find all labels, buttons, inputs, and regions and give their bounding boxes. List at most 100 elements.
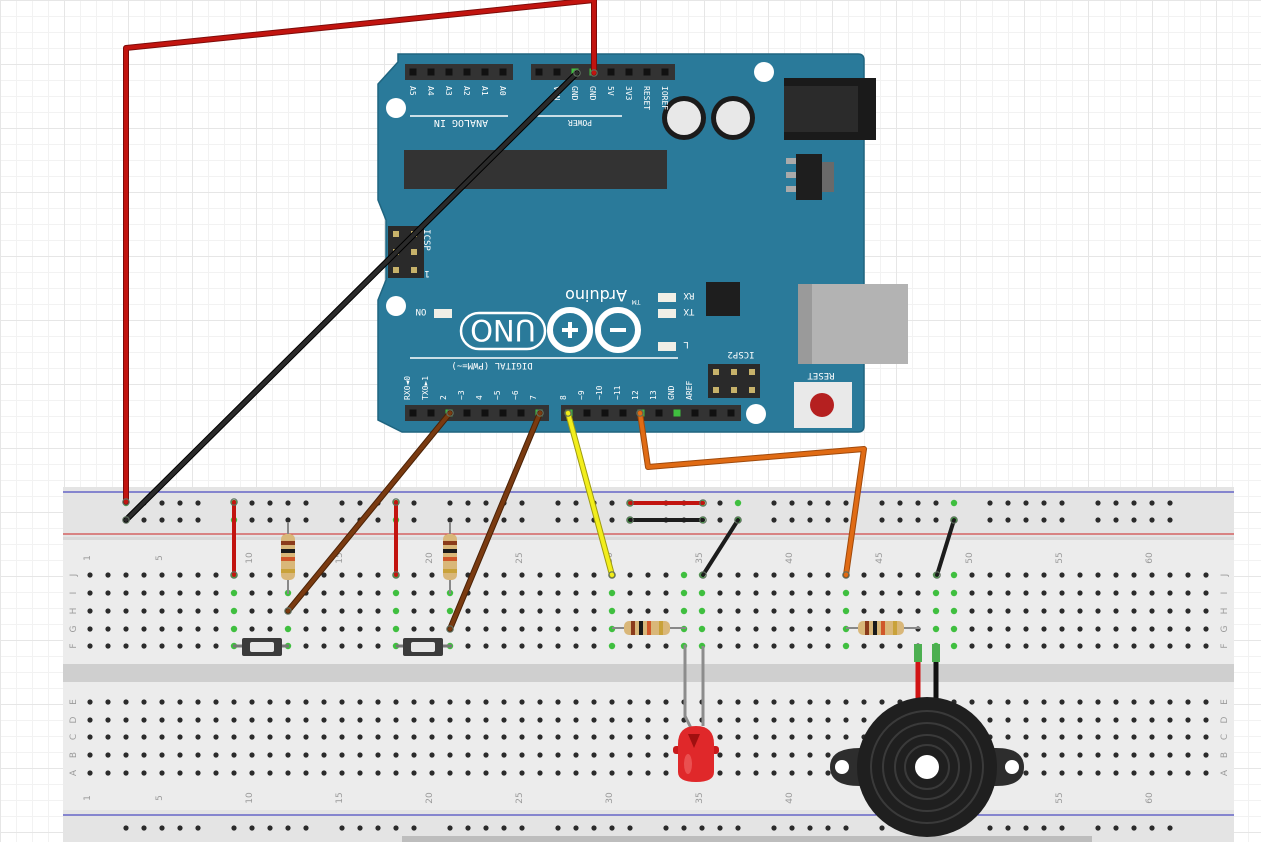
breadboard-hole[interactable] — [429, 734, 435, 740]
breadboard-hole[interactable] — [177, 608, 183, 614]
breadboard-hole[interactable] — [1149, 699, 1155, 705]
rail-hole[interactable] — [465, 517, 471, 523]
breadboard-hole[interactable] — [879, 590, 885, 596]
breadboard-hole[interactable] — [1023, 572, 1029, 578]
breadboard-hole[interactable] — [357, 643, 363, 649]
breadboard-hole[interactable] — [861, 717, 867, 723]
header-pin[interactable] — [517, 409, 525, 417]
breadboard-hole[interactable] — [1185, 717, 1191, 723]
breadboard-hole[interactable] — [987, 626, 993, 632]
breadboard-hole[interactable] — [285, 752, 291, 758]
wire-end[interactable] — [626, 499, 634, 507]
breadboard-hole[interactable] — [429, 752, 435, 758]
breadboard-hole[interactable] — [519, 752, 525, 758]
rail-hole[interactable] — [609, 500, 615, 506]
rail-hole[interactable] — [843, 825, 849, 831]
breadboard-hole[interactable] — [159, 770, 165, 776]
breadboard-hole[interactable] — [285, 734, 291, 740]
breadboard-hole[interactable] — [519, 770, 525, 776]
breadboard-hole[interactable] — [771, 734, 777, 740]
breadboard-hole[interactable] — [825, 699, 831, 705]
breadboard-hole[interactable] — [87, 590, 93, 596]
breadboard-hole[interactable] — [1203, 608, 1209, 614]
rail-hole[interactable] — [411, 825, 417, 831]
breadboard-hole[interactable] — [591, 608, 597, 614]
breadboard-hole[interactable] — [843, 717, 849, 723]
breadboard-hole[interactable] — [609, 752, 615, 758]
header-pin[interactable] — [409, 68, 417, 76]
header-pin[interactable] — [709, 409, 717, 417]
breadboard-hole[interactable] — [1131, 572, 1137, 578]
header-pin[interactable] — [481, 68, 489, 76]
breadboard-hole[interactable] — [1149, 608, 1155, 614]
breadboard-hole[interactable] — [1023, 643, 1029, 649]
breadboard-hole[interactable] — [861, 590, 867, 596]
breadboard-hole[interactable] — [447, 717, 453, 723]
wire-end[interactable] — [446, 625, 454, 633]
rail-hole[interactable] — [717, 825, 723, 831]
breadboard-hole[interactable] — [465, 626, 471, 632]
rail-hole[interactable] — [285, 517, 291, 523]
rail-hole[interactable] — [195, 500, 201, 506]
breadboard-hole[interactable] — [393, 717, 399, 723]
rail-hole[interactable] — [897, 500, 903, 506]
rail-hole[interactable] — [1149, 517, 1155, 523]
header-pin[interactable] — [553, 68, 561, 76]
breadboard-hole[interactable] — [1005, 734, 1011, 740]
rail-hole[interactable] — [735, 825, 741, 831]
breadboard-hole[interactable] — [663, 717, 669, 723]
breadboard-hole[interactable] — [645, 770, 651, 776]
breadboard-hole[interactable] — [1077, 717, 1083, 723]
breadboard-hole[interactable] — [663, 572, 669, 578]
breadboard-hole[interactable] — [1149, 590, 1155, 596]
breadboard-hole[interactable] — [321, 590, 327, 596]
breadboard-hole[interactable] — [1077, 734, 1083, 740]
breadboard-hole[interactable] — [411, 717, 417, 723]
breadboard-hole[interactable] — [267, 699, 273, 705]
rail-hole[interactable] — [1041, 500, 1047, 506]
breadboard-hole[interactable] — [1041, 626, 1047, 632]
breadboard-hole[interactable] — [465, 752, 471, 758]
breadboard-hole[interactable] — [321, 752, 327, 758]
breadboard-hole[interactable] — [1203, 734, 1209, 740]
breadboard-hole[interactable] — [789, 717, 795, 723]
breadboard-hole[interactable] — [555, 626, 561, 632]
breadboard-hole[interactable] — [897, 643, 903, 649]
breadboard-hole[interactable] — [698, 589, 706, 597]
breadboard-hole[interactable] — [321, 734, 327, 740]
breadboard-hole[interactable] — [717, 734, 723, 740]
rail-hole[interactable] — [465, 500, 471, 506]
rail-hole[interactable] — [249, 825, 255, 831]
rail-hole[interactable] — [303, 517, 309, 523]
rail-hole[interactable] — [177, 517, 183, 523]
breadboard-hole[interactable] — [213, 608, 219, 614]
rail-hole[interactable] — [1041, 825, 1047, 831]
breadboard-hole[interactable] — [375, 717, 381, 723]
rail-hole[interactable] — [177, 500, 183, 506]
breadboard-hole[interactable] — [897, 608, 903, 614]
breadboard-hole[interactable] — [483, 626, 489, 632]
breadboard-hole[interactable] — [807, 590, 813, 596]
resistor-1[interactable] — [281, 522, 295, 594]
breadboard-hole[interactable] — [680, 571, 688, 579]
breadboard-hole[interactable] — [609, 717, 615, 723]
breadboard-hole[interactable] — [1203, 699, 1209, 705]
breadboard-hole[interactable] — [321, 626, 327, 632]
breadboard-hole[interactable] — [1023, 752, 1029, 758]
header-pin[interactable] — [655, 409, 663, 417]
breadboard-hole[interactable] — [969, 608, 975, 614]
breadboard-hole[interactable] — [87, 643, 93, 649]
rail-hole[interactable] — [609, 517, 615, 523]
breadboard-hole[interactable] — [1041, 643, 1047, 649]
breadboard-hole[interactable] — [537, 770, 543, 776]
breadboard-hole[interactable] — [230, 589, 238, 597]
breadboard-hole[interactable] — [1077, 608, 1083, 614]
breadboard-hole[interactable] — [591, 699, 597, 705]
breadboard-hole[interactable] — [861, 608, 867, 614]
rail-hole[interactable] — [231, 825, 237, 831]
breadboard-hole[interactable] — [555, 643, 561, 649]
breadboard-hole[interactable] — [645, 572, 651, 578]
rail-hole[interactable] — [879, 825, 885, 831]
breadboard-hole[interactable] — [1149, 752, 1155, 758]
breadboard-hole[interactable] — [501, 734, 507, 740]
